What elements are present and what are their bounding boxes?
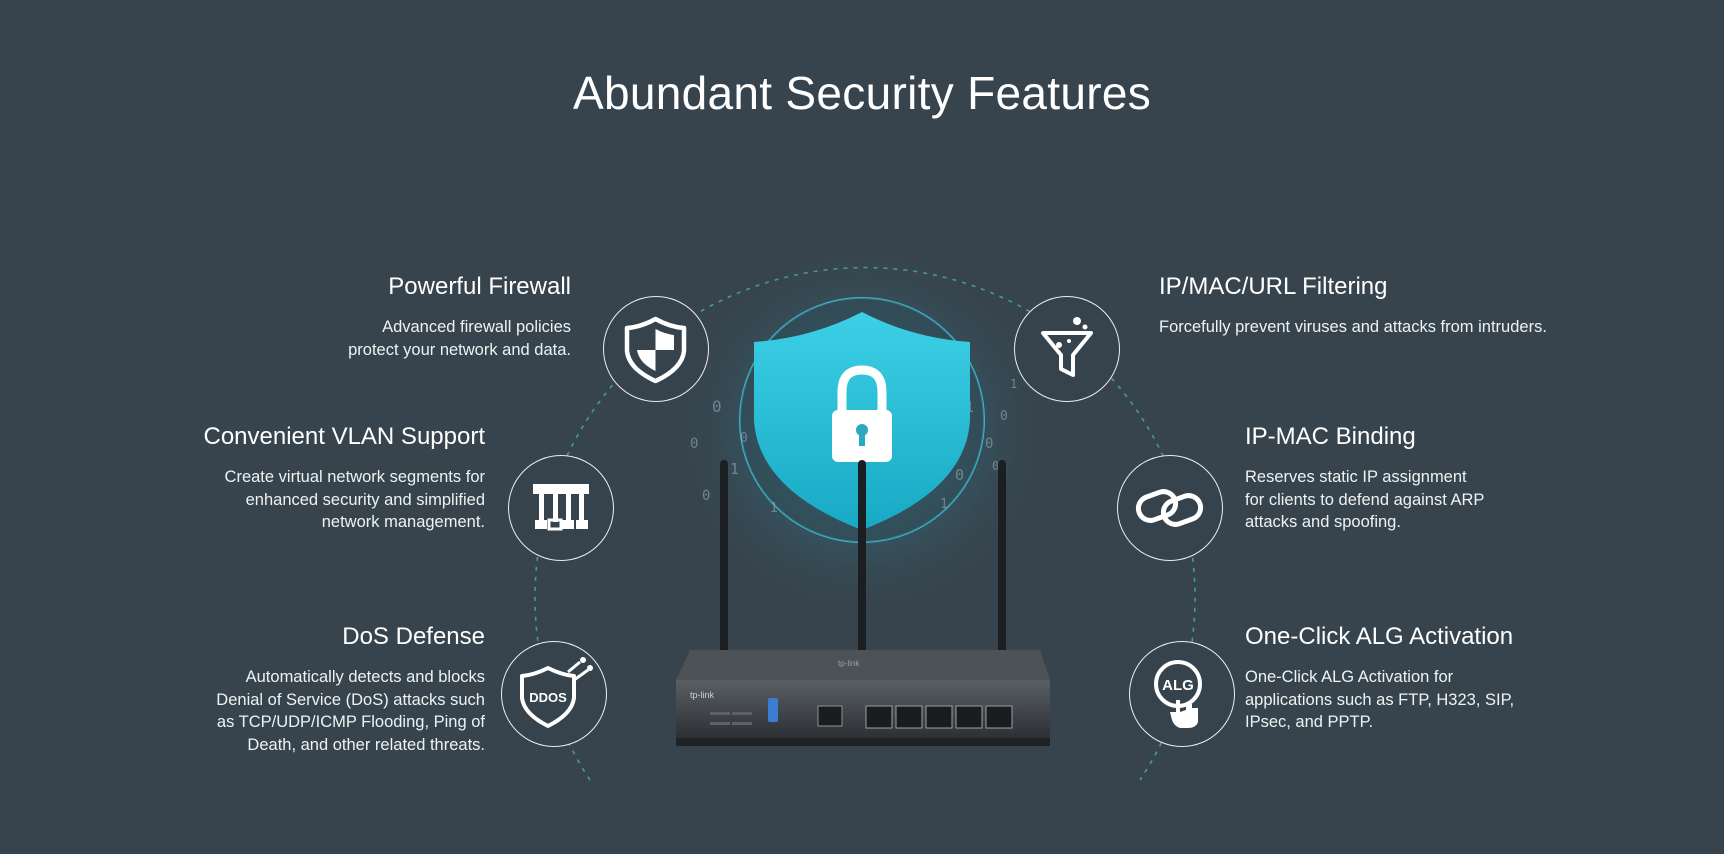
feature-ip-mac-binding: IP-MAC Binding Reserves static IP assign…: [1245, 422, 1665, 534]
shield-icon: [624, 316, 687, 384]
firewall-icon-circle: [603, 296, 709, 402]
svg-text:0: 0: [985, 436, 993, 452]
feature-description: Automatically detects and blocks Denial …: [216, 668, 485, 754]
feature-title: One-Click ALG Activation: [1245, 623, 1514, 650]
link-icon: [1135, 489, 1204, 527]
filter-icon: [1041, 317, 1093, 377]
svg-text:DDOS: DDOS: [529, 690, 567, 705]
feature-dos-defense: DoS Defense Automatically detects and bl…: [65, 622, 485, 756]
feature-powerful-firewall: Powerful Firewall Advanced firewall poli…: [151, 272, 571, 361]
feature-one-click-alg: One-Click ALG Activation One-Click ALG A…: [1245, 622, 1665, 734]
vlan-icon-circle: [508, 455, 614, 561]
svg-text:0: 0: [702, 488, 710, 504]
feature-title: DoS Defense: [342, 623, 485, 650]
svg-text:ALG: ALG: [1162, 677, 1194, 694]
svg-text:tp-link: tp-link: [838, 659, 860, 668]
feature-title: Powerful Firewall: [388, 273, 571, 300]
svg-text:0: 0: [690, 436, 698, 452]
router-brand-label: tp-link: [690, 690, 715, 700]
svg-text:1: 1: [730, 460, 739, 478]
filter-icon-circle: [1014, 296, 1120, 402]
svg-text:1: 1: [1010, 377, 1017, 391]
svg-text:0: 0: [712, 397, 722, 416]
feature-description: Reserves static IP assignment for client…: [1245, 468, 1485, 531]
feature-title: IP-MAC Binding: [1245, 423, 1416, 450]
feature-description: Create virtual network segments for enha…: [224, 468, 485, 531]
dos-icon-circle: DDOS: [501, 641, 607, 747]
alg-click-icon: ALG: [1154, 660, 1202, 728]
svg-text:1: 1: [940, 497, 948, 512]
feature-description: One-Click ALG Activation for application…: [1245, 668, 1515, 731]
svg-text:0: 0: [992, 459, 999, 473]
svg-text:1: 1: [770, 501, 778, 516]
feature-vlan-support: Convenient VLAN Support Create virtual n…: [65, 422, 485, 534]
binding-icon-circle: [1117, 455, 1223, 561]
feature-title: Convenient VLAN Support: [203, 423, 485, 450]
feature-description: Forcefully prevent viruses and attacks f…: [1159, 318, 1547, 336]
alg-icon-circle: ALG: [1129, 641, 1235, 747]
feature-ip-mac-url-filtering: IP/MAC/URL Filtering Forcefully prevent …: [1159, 272, 1679, 339]
svg-text:0: 0: [1000, 409, 1008, 424]
vlan-icon: [533, 484, 589, 531]
svg-text:0: 0: [740, 431, 748, 446]
ddos-shield-icon: DDOS: [520, 657, 593, 728]
svg-text:0: 0: [955, 466, 964, 484]
page-title: Abundant Security Features: [572, 67, 1151, 119]
feature-title: IP/MAC/URL Filtering: [1159, 273, 1388, 300]
router-graphic: tp-link tp-link: [676, 650, 1050, 746]
feature-description: Advanced firewall policies protect your …: [348, 318, 571, 359]
